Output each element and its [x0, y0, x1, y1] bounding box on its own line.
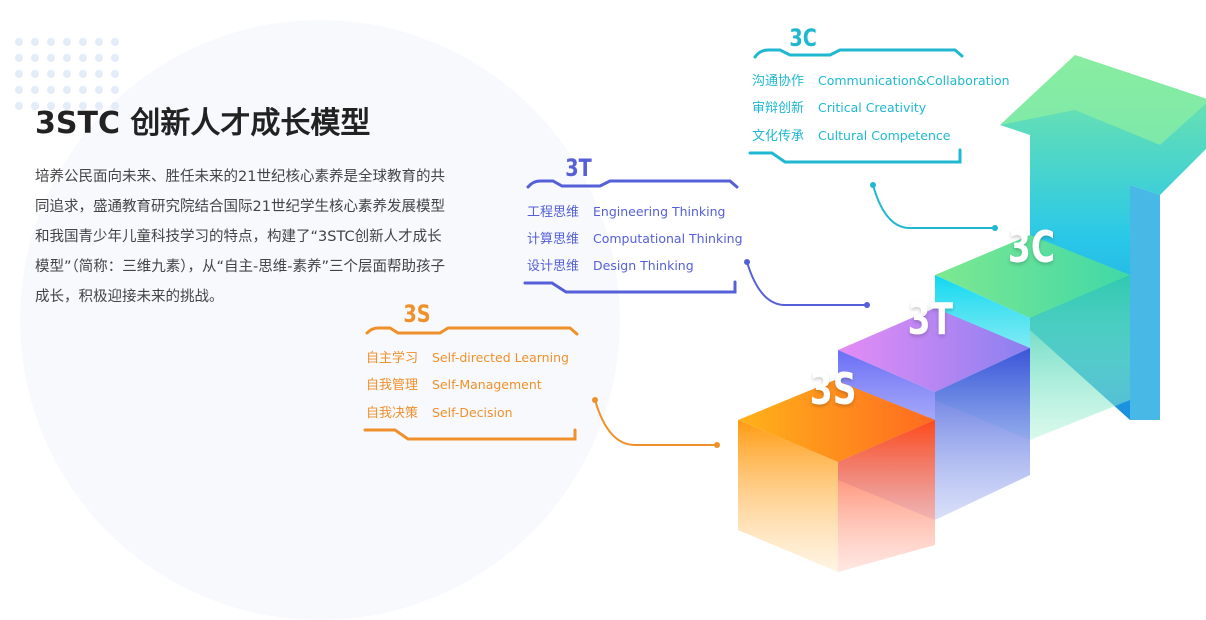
dot — [15, 102, 23, 110]
dot — [63, 54, 71, 62]
list-item: 自主学习 Self-directed Learning — [366, 347, 569, 366]
dot — [111, 38, 119, 46]
list-item: 工程思维 Engineering Thinking — [527, 201, 726, 220]
item-cn: 自主学习 — [366, 351, 419, 366]
dot — [47, 86, 55, 94]
item-en: Design Thinking — [593, 258, 694, 273]
item-cn: 自我管理 — [366, 378, 419, 393]
dot — [47, 54, 55, 62]
item-en: Self-Decision — [432, 405, 513, 420]
dot-pattern — [15, 38, 127, 118]
list-item: 自我决策 Self-Decision — [366, 402, 513, 421]
connectors — [592, 182, 998, 448]
dot — [111, 70, 119, 78]
dot — [15, 70, 23, 78]
dot — [95, 54, 103, 62]
dot — [31, 102, 39, 110]
item-cn: 计算思维 — [527, 232, 580, 247]
dot — [31, 38, 39, 46]
group-heading-3s: 3S — [403, 300, 431, 328]
dot — [79, 86, 87, 94]
item-en: Cultural Competence — [818, 128, 951, 143]
item-cn: 审辩创新 — [752, 101, 805, 116]
list-item: 审辩创新 Critical Creativity — [752, 97, 926, 116]
list-item: 计算思维 Computational Thinking — [527, 228, 743, 247]
item-cn: 自我决策 — [366, 406, 419, 421]
description: 培养公民面向未来、胜任未来的21世纪核心素养是全球教育的共同追求，盛通教育研究院… — [35, 169, 445, 305]
dot — [79, 102, 87, 110]
dot — [111, 54, 119, 62]
dot — [63, 86, 71, 94]
step-label-3s: 3S — [809, 364, 857, 415]
dot — [95, 70, 103, 78]
staircase-illustration — [363, 48, 1206, 572]
page-title: 3STC 创新人才成长模型 — [35, 106, 371, 141]
dot — [79, 70, 87, 78]
group-heading-3t: 3T — [565, 154, 592, 182]
item-cn: 沟通协作 — [752, 74, 805, 89]
item-en: Engineering Thinking — [593, 204, 726, 219]
item-en: Critical Creativity — [818, 100, 927, 115]
frame-lines — [363, 48, 964, 441]
list-item: 沟通协作 Communication&Collaboration — [752, 70, 1010, 89]
dot — [15, 38, 23, 46]
dot — [15, 54, 23, 62]
dot — [47, 102, 55, 110]
step-label-3t: 3T — [907, 294, 954, 345]
item-cn: 设计思维 — [527, 259, 580, 274]
dot — [31, 54, 39, 62]
dot — [47, 70, 55, 78]
dot — [111, 86, 119, 94]
list-item: 自我管理 Self-Management — [366, 374, 542, 393]
dot — [47, 38, 55, 46]
item-en: Self-Management — [432, 377, 542, 392]
item-en: Computational Thinking — [593, 231, 743, 246]
background-circle — [20, 20, 620, 620]
dot — [63, 38, 71, 46]
list-item: 文化传承 Cultural Competence — [752, 125, 950, 144]
item-en: Communication&Collaboration — [818, 73, 1010, 88]
dot — [111, 102, 119, 110]
item-cn: 文化传承 — [752, 129, 805, 144]
dot — [79, 54, 87, 62]
dot — [31, 86, 39, 94]
dot — [31, 70, 39, 78]
item-en: Self-directed Learning — [432, 350, 569, 365]
dot — [79, 38, 87, 46]
item-cn: 工程思维 — [527, 205, 580, 220]
dot — [63, 102, 71, 110]
dot — [95, 102, 103, 110]
step-3s — [738, 380, 935, 572]
list-item: 设计思维 Design Thinking — [527, 255, 694, 274]
dot — [15, 86, 23, 94]
group-heading-3c: 3C — [789, 24, 817, 52]
dot — [95, 38, 103, 46]
dot — [63, 70, 71, 78]
step-label-3c: 3C — [1007, 222, 1056, 273]
dot — [95, 86, 103, 94]
